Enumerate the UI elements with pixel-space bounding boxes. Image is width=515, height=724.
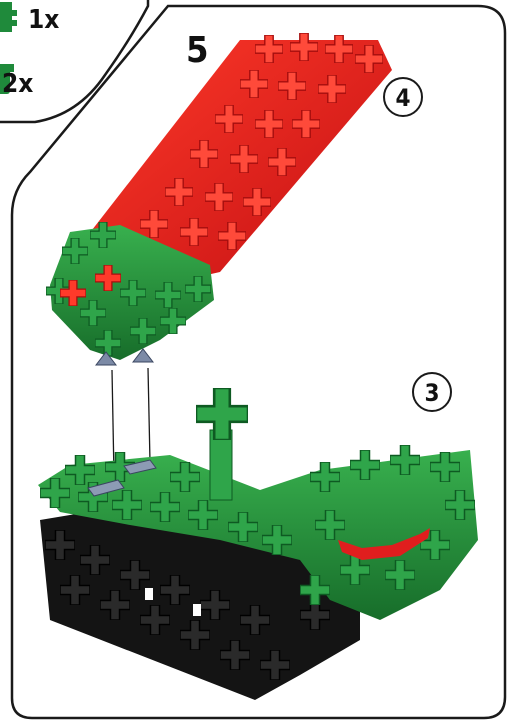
callout-3: 3: [413, 373, 451, 411]
step-number: 5: [186, 30, 209, 71]
svg-text:4: 4: [395, 84, 410, 112]
part-count-2: 2x: [2, 69, 33, 99]
svg-text:3: 3: [424, 379, 439, 407]
callout-4: 4: [384, 78, 422, 116]
part-count-1: 1x: [28, 5, 59, 35]
